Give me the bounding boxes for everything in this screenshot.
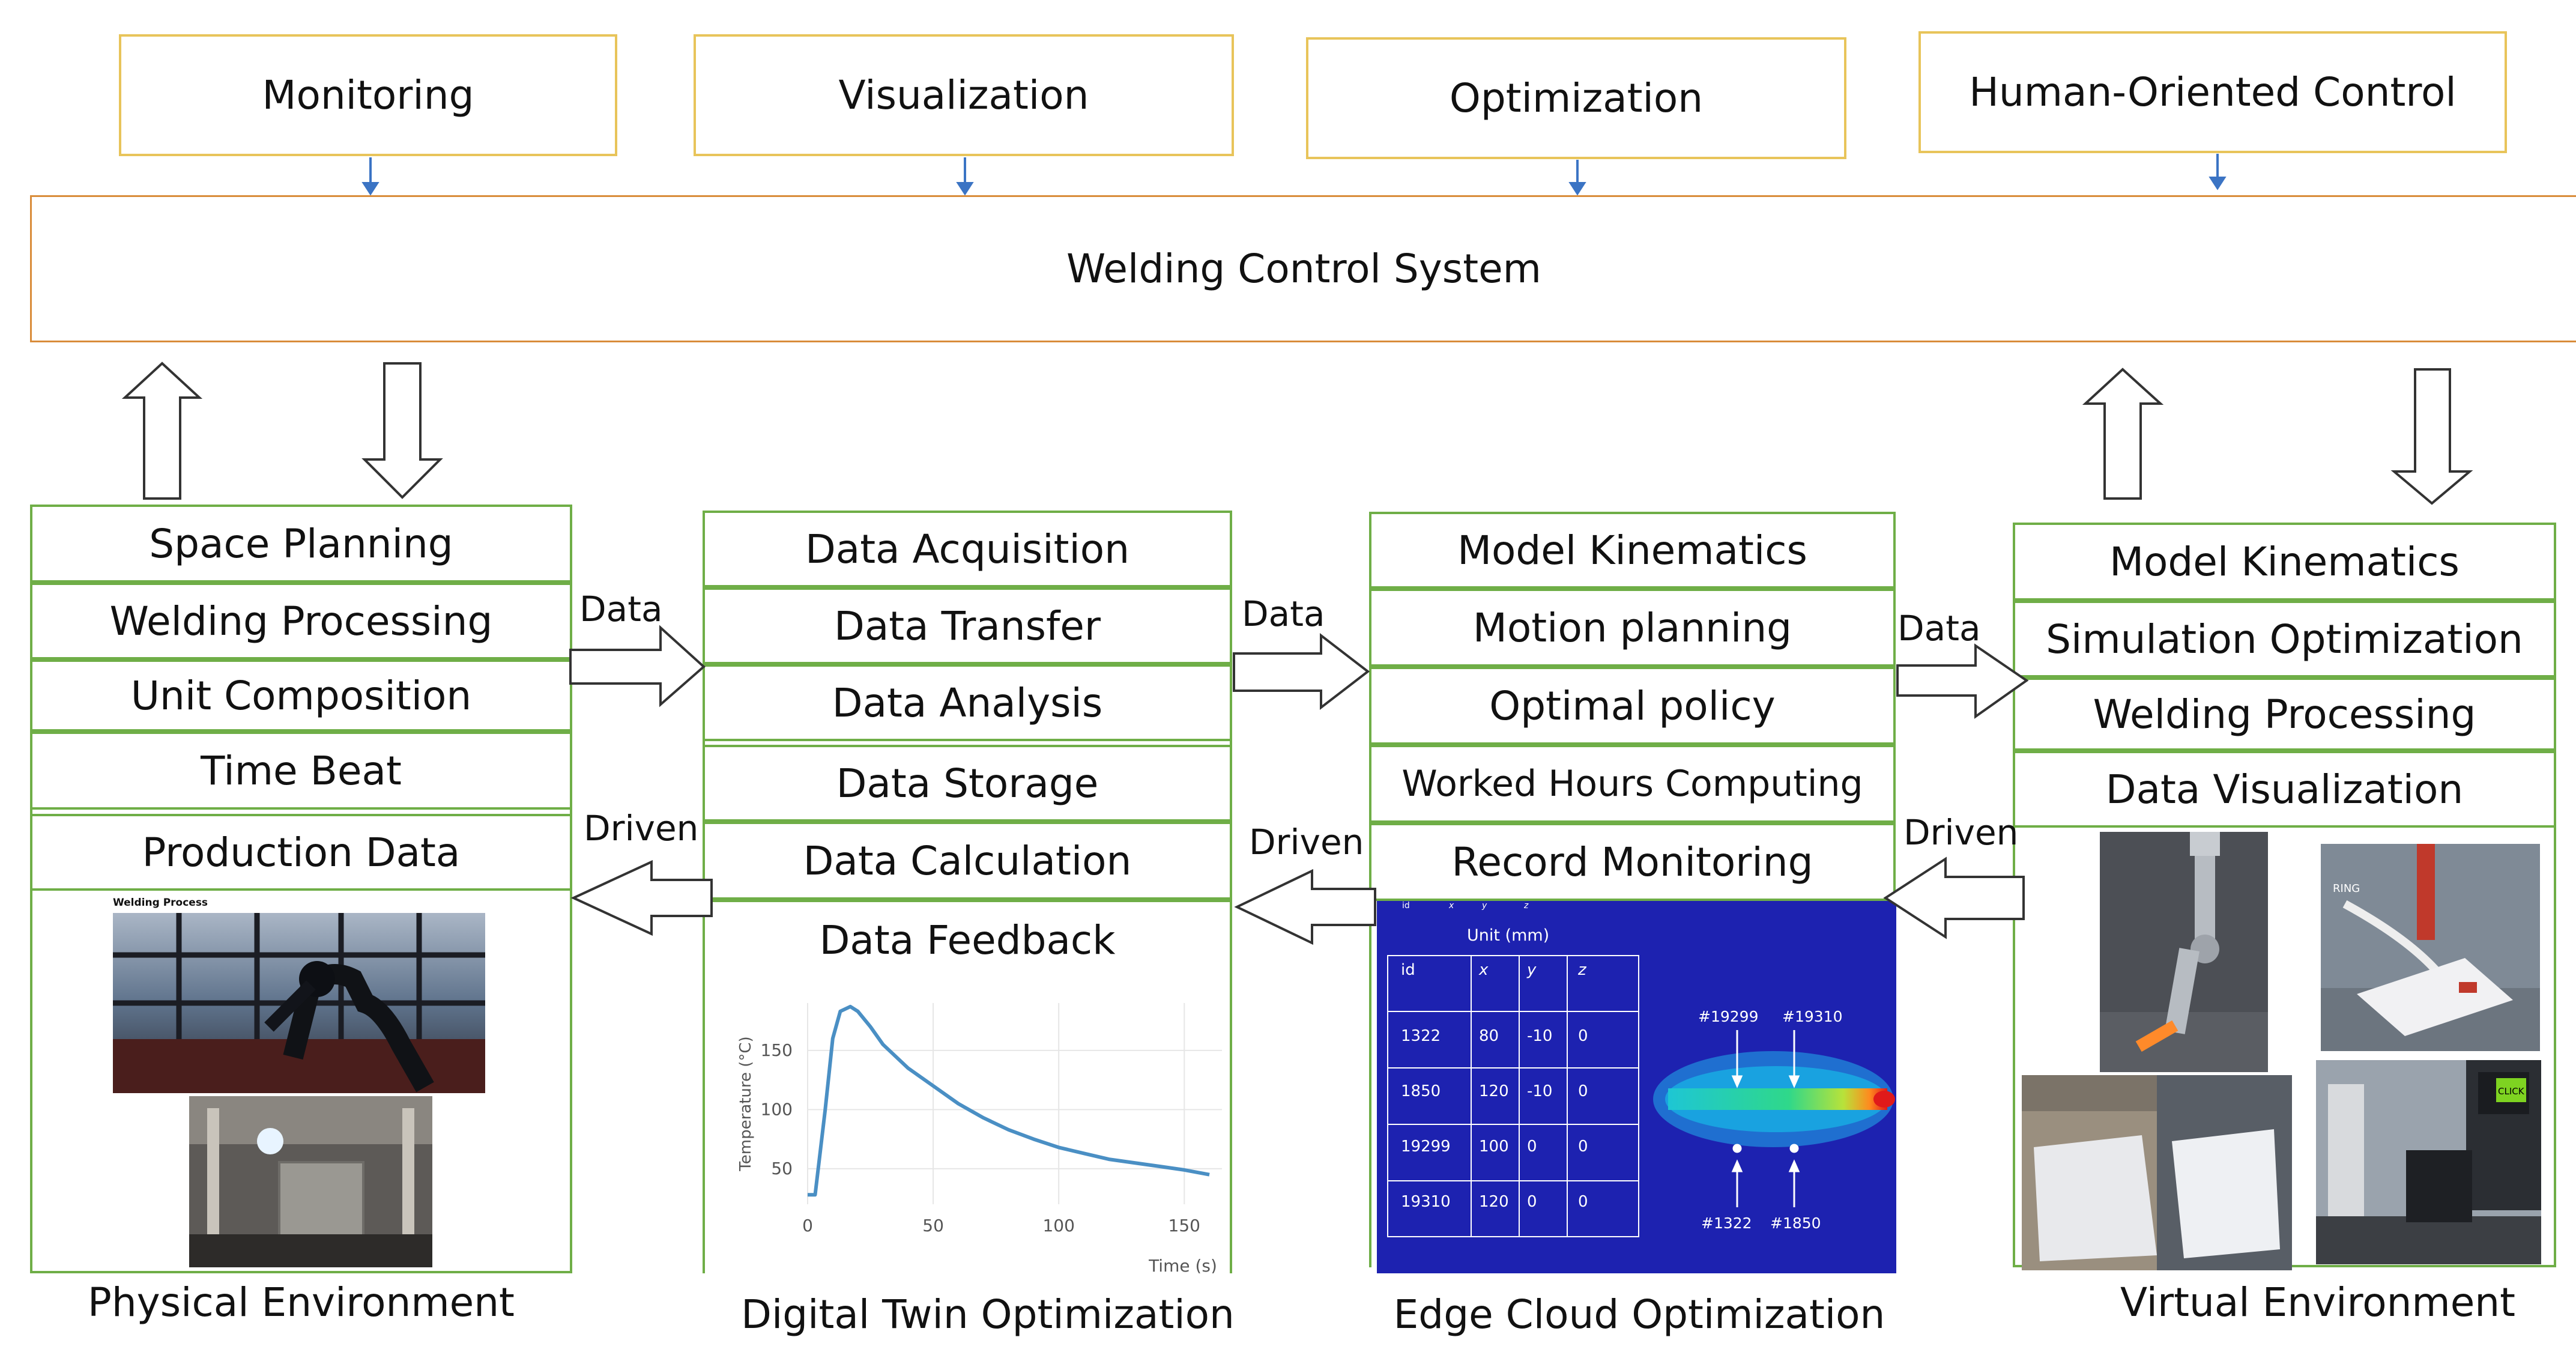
marker-pointers	[1731, 1030, 1800, 1207]
optimization-box: Optimization	[1306, 37, 1846, 159]
visualization-box: Visualization	[694, 34, 1234, 156]
table-col-id: id	[1401, 961, 1415, 979]
optimization-label: Optimization	[1449, 75, 1704, 121]
driven-arrow-1	[570, 859, 713, 936]
visualization-label: Visualization	[838, 72, 1089, 118]
table-col-y: y	[1527, 961, 1537, 979]
table-col-x: x	[1479, 961, 1489, 979]
dt-item-data-transfer: Data Transfer	[703, 587, 1232, 664]
ve-item-data-visualization: Data Visualization	[2013, 751, 2556, 828]
y-tick-label: 50	[771, 1159, 793, 1178]
physical-item-welding-processing: Welding Processing	[30, 583, 572, 659]
data-arrow-2	[1233, 632, 1370, 711]
data-label-3: Data	[1897, 608, 1981, 649]
x-tick-label: 150	[1169, 1216, 1200, 1235]
driven-label-3: Driven	[1903, 812, 2019, 853]
vertical-arrows	[121, 362, 2473, 505]
temperature-series-line	[808, 1004, 1210, 1197]
robot-label-text: RING	[2333, 882, 2360, 895]
click-sign-text: CLICK	[2498, 1086, 2525, 1097]
marker-19299: #19299	[1698, 1008, 1759, 1025]
monitoring-box: Monitoring	[119, 34, 617, 156]
up-arrow-right	[2082, 368, 2164, 500]
marker-19310: #19310	[1782, 1008, 1843, 1025]
ec-item-model-kinematics: Model Kinematics	[1369, 512, 1896, 589]
data-label-1: Data	[579, 589, 663, 629]
monitoring-label: Monitoring	[262, 72, 474, 118]
dt-item-data-storage: Data Storage	[703, 745, 1232, 822]
data-arrow-1	[569, 625, 706, 708]
driven-label-1: Driven	[584, 808, 699, 849]
dt-item-data-feedback: Data Feedback	[703, 900, 1232, 978]
ve-item-simulation-optimization: Simulation Optimization	[2013, 601, 2556, 678]
dt-item-data-analysis: Data Analysis	[703, 664, 1232, 741]
y-tick-label: 150	[761, 1040, 793, 1060]
human-oriented-control-box: Human-Oriented Control	[1918, 31, 2507, 153]
x-tick-label: 100	[1042, 1216, 1074, 1235]
ec-item-record-monitoring: Record Monitoring	[1369, 823, 1896, 901]
ec-item-worked-hours-computing: Worked Hours Computing	[1369, 745, 1896, 823]
coordinate-table	[1387, 955, 1639, 1237]
y-tick-label: 100	[761, 1099, 793, 1119]
unit-label: Unit (mm)	[1467, 926, 1550, 945]
digital-twin-title: Digital Twin Optimization	[741, 1291, 1235, 1338]
x-tick-label: 50	[922, 1216, 944, 1235]
virtual-environment-title: Virtual Environment	[2120, 1279, 2516, 1326]
x-axis-label: Time (s)	[1148, 1256, 1217, 1273]
physical-item-unit-composition: Unit Composition	[30, 659, 572, 732]
dt-item-data-calculation: Data Calculation	[703, 822, 1232, 900]
ve-item-welding-processing: Welding Processing	[2013, 678, 2556, 751]
edge-cloud-title: Edge Cloud Optimization	[1393, 1291, 1885, 1338]
driven-arrow-3	[1883, 856, 2025, 939]
welding-control-system: Welding Control System	[30, 195, 2576, 342]
physical-item-production-data: Production Data	[30, 814, 572, 891]
virtual-click-machine-render: CLICK	[2316, 1060, 2541, 1264]
welding-cell-photo	[189, 1096, 432, 1267]
down-arrow-left	[361, 362, 443, 499]
virtual-workpiece-render: RING	[2321, 844, 2540, 1051]
ve-item-model-kinematics: Model Kinematics	[2013, 523, 2556, 601]
marker-1850: #1850	[1770, 1214, 1821, 1232]
human-oriented-control-label: Human-Oriented Control	[1969, 69, 2457, 115]
driven-arrow-2	[1234, 868, 1376, 945]
physical-item-space-planning: Space Planning	[30, 505, 572, 583]
dt-item-data-acquisition: Data Acquisition	[703, 511, 1232, 587]
down-arrow-right	[2390, 368, 2473, 505]
data-label-2: Data	[1242, 593, 1325, 634]
ec-item-optimal-policy: Optimal policy	[1369, 667, 1896, 745]
edge-cloud-heatmap-panel: id x y z Unit (mm) id x y z 1322 80 -10 …	[1377, 901, 1896, 1273]
physical-item-time-beat: Time Beat	[30, 732, 572, 810]
virtual-plate-render	[2022, 1075, 2292, 1270]
virtual-robot-arm-render	[2100, 832, 2268, 1072]
marker-1322: #1322	[1701, 1214, 1752, 1232]
top-connector-arrows	[361, 154, 2227, 196]
up-arrow-left	[121, 362, 203, 500]
x-tick-label: 0	[802, 1216, 813, 1235]
panel-header-strip: id x y z	[1402, 901, 1529, 911]
heat-plume	[1653, 1051, 1895, 1147]
physical-environment-title: Physical Environment	[88, 1279, 515, 1326]
coordinate-table-grid	[1387, 955, 1639, 1237]
data-arrow-3	[1896, 643, 2029, 719]
y-axis-label: Temperature (°C)	[737, 1036, 755, 1171]
ec-item-motion-planning: Motion planning	[1369, 589, 1896, 667]
welding-control-system-label: Welding Control System	[1066, 246, 1541, 292]
welding-robot-photo	[113, 913, 485, 1093]
table-col-z: z	[1578, 961, 1586, 979]
welding-process-caption: Welding Process	[113, 897, 208, 909]
driven-label-2: Driven	[1249, 822, 1364, 862]
